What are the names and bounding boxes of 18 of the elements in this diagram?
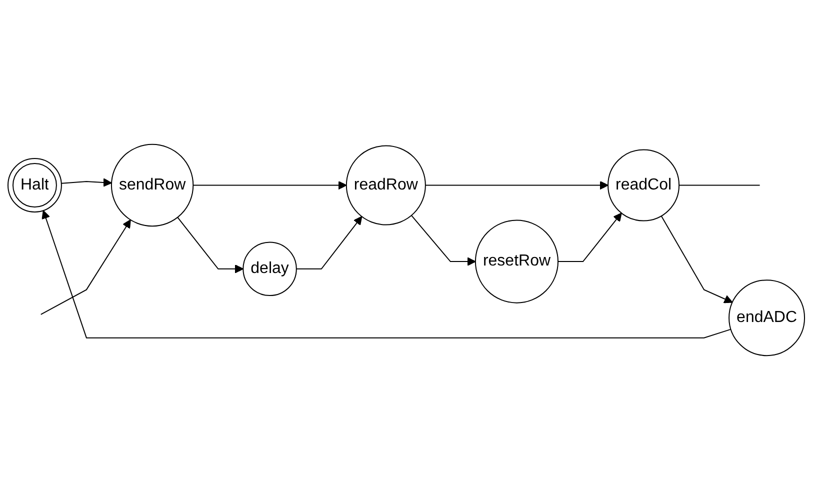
connector: [678, 184, 761, 186]
arrow: [42, 210, 732, 338]
node-circle: readRow: [346, 145, 426, 226]
node-circle: endADC: [728, 280, 806, 356]
node-circle: delay: [242, 242, 298, 296]
node-circle: resetRow: [475, 220, 559, 304]
arrow: [61, 178, 112, 187]
arrow: [558, 212, 622, 262]
arrow: [425, 180, 609, 190]
arrow: [661, 216, 733, 304]
arrow: [411, 214, 476, 266]
node-circle: sendRow: [111, 144, 194, 227]
arrow: [177, 216, 244, 274]
arrow: [296, 216, 362, 270]
arrow: [40, 219, 132, 315]
arrow: [192, 180, 348, 190]
node-circle: readCol: [608, 149, 680, 222]
node-circle: Halt: [8, 158, 62, 212]
